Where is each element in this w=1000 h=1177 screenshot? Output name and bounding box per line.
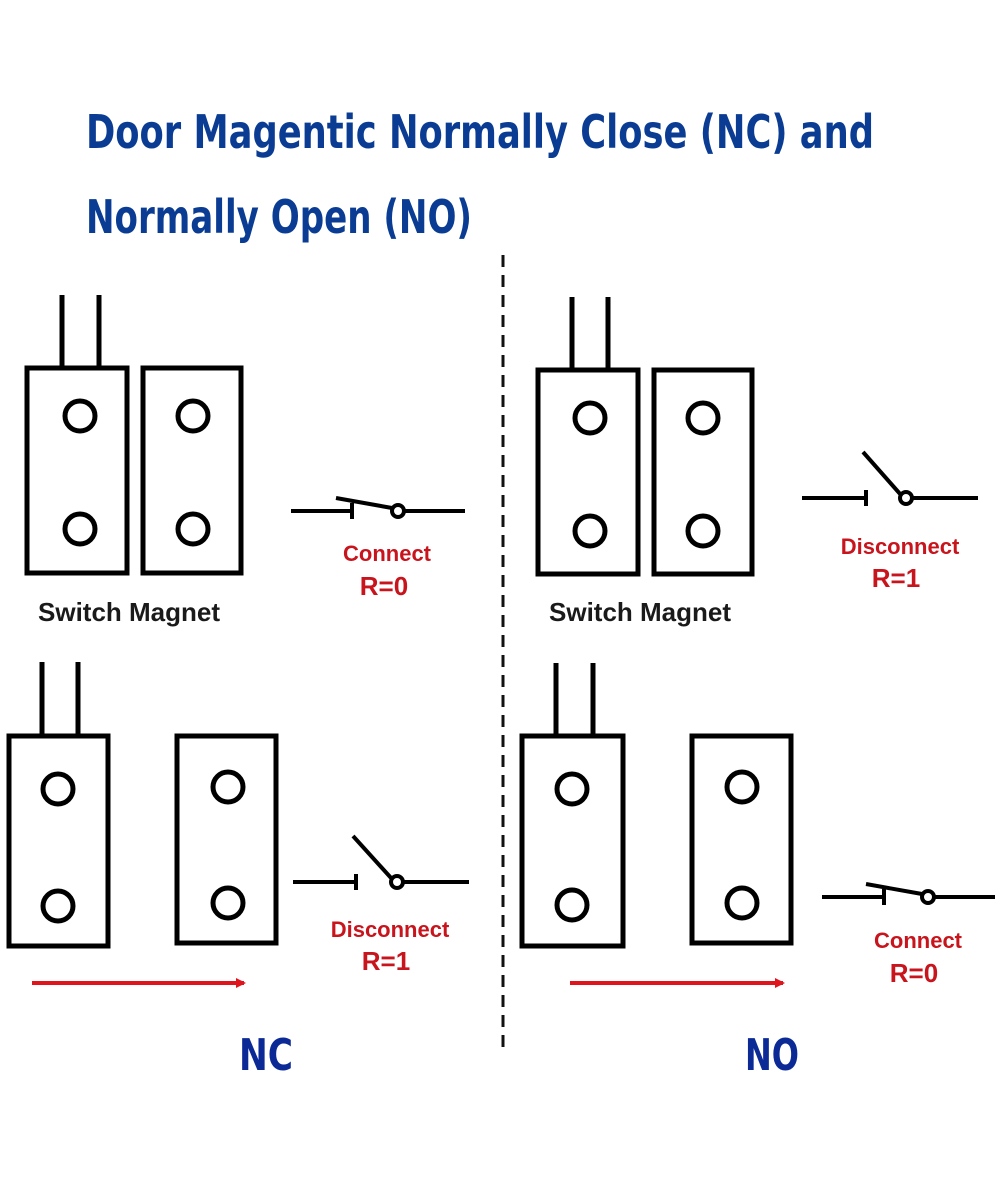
no-bottom-magnet [689,733,794,946]
nc-top-closed-switch-symbol [291,496,465,519]
nc-top-caption: Switch Magnet [38,597,220,627]
nc-top-state: Connect [343,541,432,566]
no-bottom-closed-switch-symbol [822,882,995,905]
nc-top-switch [24,295,130,576]
no-bottom-state: Connect [874,928,963,953]
nc-top-resistance: R=0 [360,571,408,601]
no-top-magnet [651,367,755,577]
nc-bottom-open-switch-symbol [293,834,469,890]
nc-bottom-state: Disconnect [331,917,450,942]
no-top-resistance: R=1 [872,563,920,593]
no-top-caption: Switch Magnet [549,597,731,627]
title-line-2: Normally Open (NO) [86,190,472,244]
nc-label: NC [239,1030,293,1081]
no-label: NO [745,1030,799,1081]
no-top-switch [535,297,641,577]
no-bottom-resistance: R=0 [890,958,938,988]
nc-top-magnet [140,365,244,576]
title-line-1: Door Magentic Normally Close (NC) and [86,105,874,159]
nc-bottom-magnet [174,733,279,946]
nc-bottom-resistance: R=1 [362,946,410,976]
no-top-state: Disconnect [841,534,960,559]
no-top-open-switch-symbol [802,450,978,506]
no-bottom-switch [519,663,626,949]
nc-bottom-switch [6,662,111,949]
